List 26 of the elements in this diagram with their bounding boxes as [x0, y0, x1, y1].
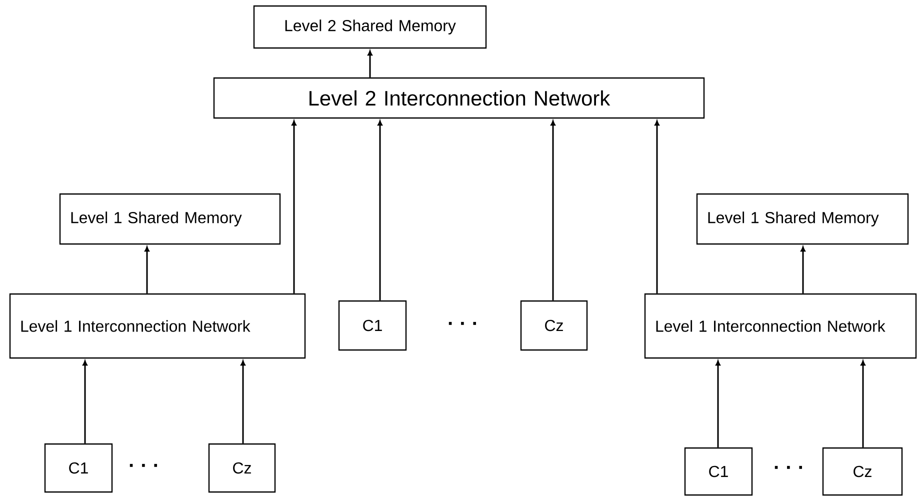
memory-box: Level 1 Shared Memory [59, 193, 281, 245]
processor-box: Cz [520, 300, 588, 351]
network-box: Level 1 Interconnection Network [9, 293, 306, 359]
memory-box: Level 1 Shared Memory [696, 193, 909, 245]
arrow [144, 246, 150, 294]
memory-box: Level 2 Shared Memory [253, 5, 487, 49]
network-box: Level 2 Interconnection Network [213, 77, 705, 119]
ellipsis: · · · [774, 466, 802, 469]
arrow [800, 246, 806, 294]
arrow [240, 360, 246, 444]
arrow [292, 120, 296, 294]
arrow [550, 120, 556, 300]
network-box: Level 1 Interconnection Network [644, 293, 917, 359]
arrow [82, 360, 88, 444]
arrow [368, 50, 372, 78]
arrow [378, 120, 382, 300]
processor-box: Cz [822, 447, 903, 496]
arrow [716, 360, 720, 448]
arrow [860, 360, 866, 448]
ellipsis: · · · [448, 322, 476, 325]
ellipsis: · · · [130, 464, 158, 467]
processor-box: Cz [208, 443, 276, 493]
processor-box: C1 [684, 447, 753, 496]
arrow [654, 120, 660, 294]
processor-box: C1 [338, 300, 407, 351]
processor-box: C1 [44, 443, 113, 493]
